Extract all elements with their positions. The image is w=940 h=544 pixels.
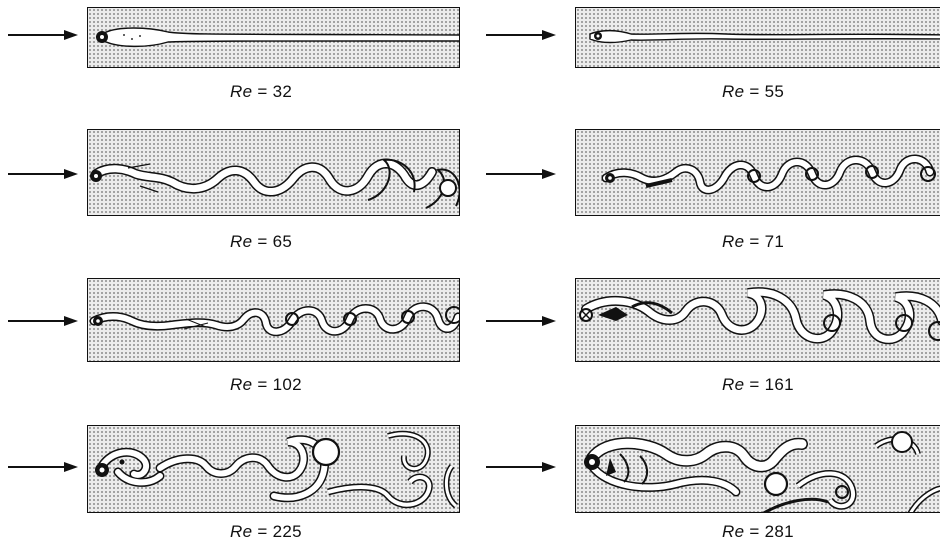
flow-direction-arrow-icon xyxy=(486,28,556,42)
reynolds-value: 161 xyxy=(765,375,794,394)
wake-streakline-drawing xyxy=(576,279,940,362)
wake-streakline-drawing xyxy=(576,426,940,513)
flow-direction-arrow-icon xyxy=(486,314,556,328)
flow-direction-arrow-icon xyxy=(8,460,78,474)
reynolds-value: 32 xyxy=(273,82,293,101)
wake-panel-re161 xyxy=(575,278,940,362)
reynolds-value: 71 xyxy=(765,232,785,251)
wake-streakline-drawing xyxy=(88,8,460,68)
wake-streakline-drawing xyxy=(576,130,940,216)
wake-panel-re55 xyxy=(575,7,940,68)
flow-direction-arrow-icon xyxy=(486,167,556,181)
reynolds-value: 281 xyxy=(765,522,794,541)
wake-panel-re65 xyxy=(87,129,460,216)
wake-panel-re71 xyxy=(575,129,940,216)
reynolds-value: 225 xyxy=(273,522,302,541)
wake-panel-re32 xyxy=(87,7,460,68)
wake-panel-re281 xyxy=(575,425,940,513)
wake-streakline-drawing xyxy=(88,426,460,513)
wake-panel-re225 xyxy=(87,425,460,513)
wake-streakline-drawing xyxy=(576,8,940,68)
reynolds-value: 65 xyxy=(273,232,293,251)
reynolds-label: Re = 32 xyxy=(230,82,292,102)
reynolds-label: Re = 225 xyxy=(230,522,302,542)
wake-streakline-drawing xyxy=(88,130,460,216)
flow-direction-arrow-icon xyxy=(8,314,78,328)
wake-panel-re102 xyxy=(87,278,460,362)
reynolds-value: 102 xyxy=(273,375,302,394)
reynolds-label: Re = 71 xyxy=(722,232,784,252)
reynolds-label: Re = 161 xyxy=(722,375,794,395)
reynolds-value: 55 xyxy=(765,82,785,101)
reynolds-label: Re = 65 xyxy=(230,232,292,252)
reynolds-label: Re = 55 xyxy=(722,82,784,102)
wake-streakline-drawing xyxy=(88,279,460,362)
reynolds-label: Re = 102 xyxy=(230,375,302,395)
reynolds-label: Re = 281 xyxy=(722,522,794,542)
flow-direction-arrow-icon xyxy=(486,460,556,474)
flow-direction-arrow-icon xyxy=(8,28,78,42)
flow-direction-arrow-icon xyxy=(8,167,78,181)
